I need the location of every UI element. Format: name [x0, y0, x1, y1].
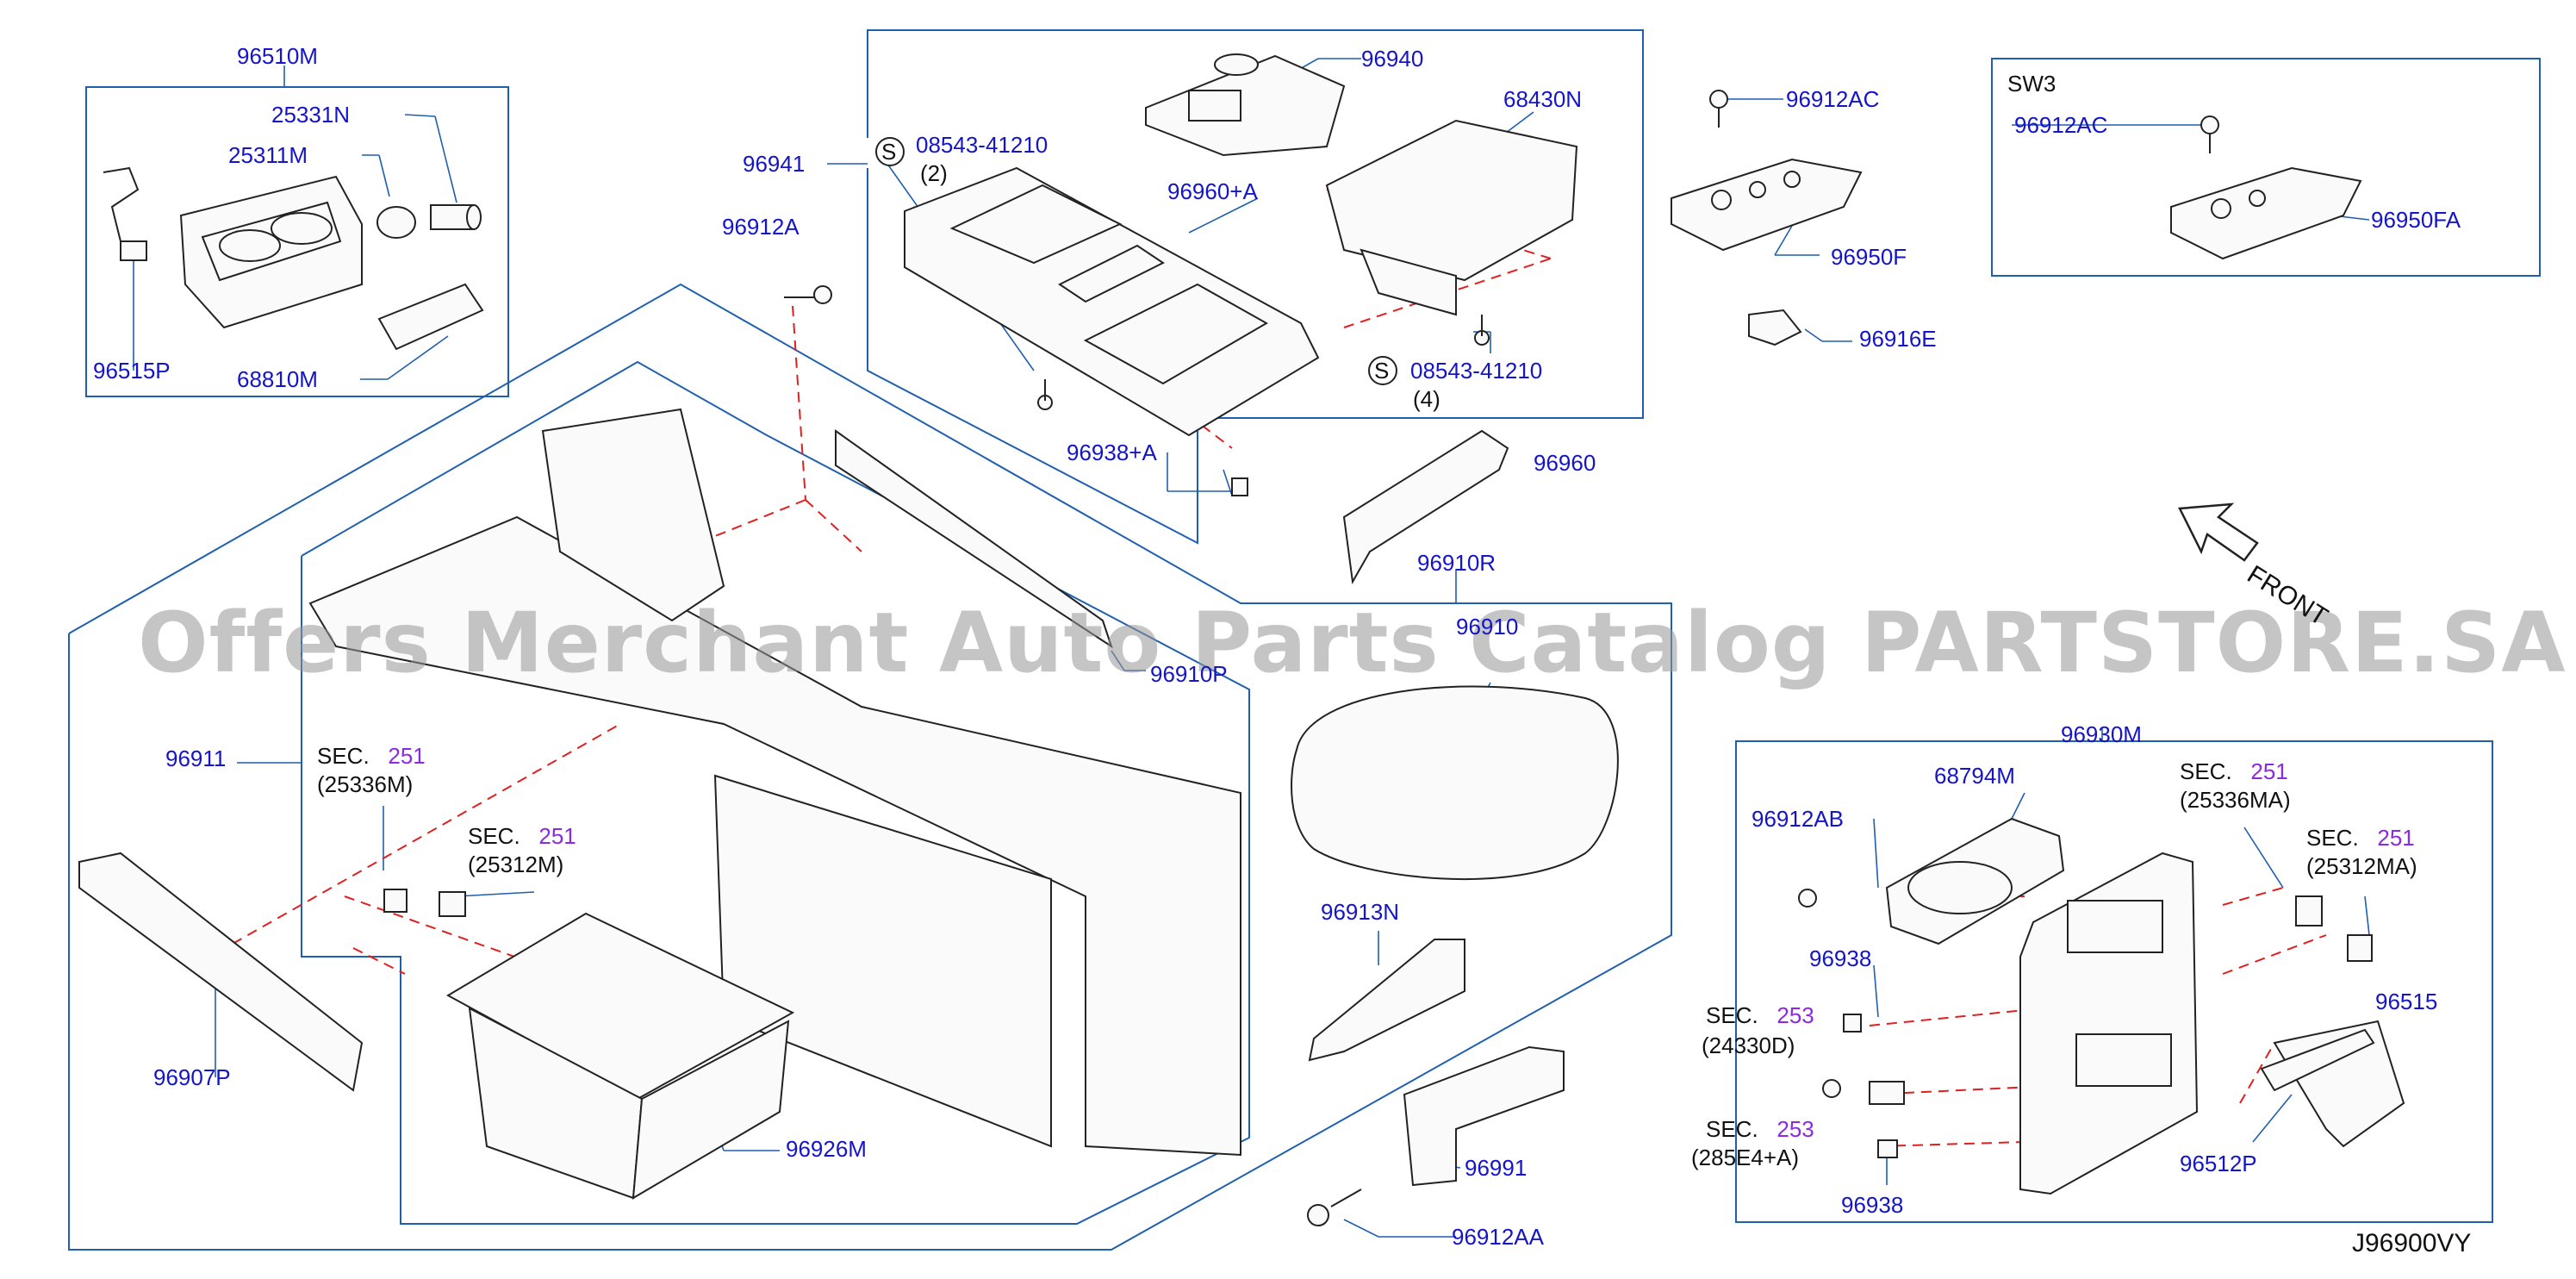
label-sec-251-a[interactable]: SEC. 251 — [317, 743, 426, 769]
label-96938-b[interactable]: 96938 — [1841, 1192, 1904, 1218]
label-sec-253-a[interactable]: SEC. 253 — [1706, 1002, 1814, 1028]
screw-symbol-label: S — [1374, 358, 1390, 384]
box-96941 — [867, 29, 1644, 545]
label-96910[interactable]: 96910 — [1456, 614, 1519, 640]
label-68430N[interactable]: 68430N — [1503, 86, 1583, 112]
label-96912AC-b[interactable]: 96912AC — [2014, 112, 2108, 138]
group-boxes — [68, 29, 2541, 1251]
label-96515P[interactable]: 96515P — [93, 358, 171, 384]
bin-96926M — [445, 912, 795, 1200]
label-96911[interactable]: 96911 — [165, 746, 227, 771]
label-96960[interactable]: 96960 — [1534, 450, 1596, 476]
sockets-and-clips — [383, 477, 2373, 1158]
rear-vent-68794M — [1885, 817, 2065, 945]
label-25336M: (25336M) — [317, 771, 414, 797]
label-sec-253-b[interactable]: SEC. 253 — [1706, 1116, 1814, 1142]
label-96916E[interactable]: 96916E — [1859, 326, 1937, 352]
screw-symbol-icon — [1368, 356, 1397, 385]
label-285E4A: (285E4+A) — [1691, 1145, 1800, 1170]
side-trim-96907P — [78, 852, 364, 1092]
label-96910R[interactable]: 96910R — [1417, 550, 1496, 576]
finisher-96960A — [904, 166, 1320, 437]
label-96950F[interactable]: 96950F — [1831, 244, 1907, 270]
label-96930M[interactable]: 96930M — [2061, 721, 2142, 747]
label-96912AA[interactable]: 96912AA — [1452, 1224, 1544, 1250]
label-96512P[interactable]: 96512P — [2180, 1151, 2257, 1176]
label-sec-251-b[interactable]: SEC. 251 — [468, 823, 576, 849]
label-96907P[interactable]: 96907P — [153, 1064, 231, 1090]
rear-panel-96930M — [2019, 852, 2199, 1195]
screw-symbol-icon — [875, 137, 905, 166]
label-96912A[interactable]: 96912A — [722, 214, 800, 240]
label-25312M: (25312M) — [468, 852, 564, 877]
switch-panels — [1671, 158, 2362, 346]
rear-ashtray-96515 — [2260, 1020, 2405, 1148]
label-25331N[interactable]: 25331N — [271, 102, 351, 128]
label-24330D: (24330D) — [1702, 1033, 1795, 1058]
screw-symbols — [875, 137, 1397, 385]
console-body-96911 — [308, 408, 1241, 1157]
screw-symbol-label: S — [881, 139, 897, 165]
box-sw3 — [1991, 58, 2541, 277]
label-96910P[interactable]: 96910P — [1150, 661, 1228, 687]
shift-trim-96940 — [1145, 53, 1346, 157]
label-96510M[interactable]: 96510M — [237, 43, 318, 69]
label-96991[interactable]: 96991 — [1465, 1155, 1528, 1181]
box-console-outer — [68, 283, 1672, 1251]
label-68810M[interactable]: 68810M — [237, 366, 318, 392]
label-25336MA: (25336MA) — [2180, 787, 2291, 813]
box-96510M — [85, 86, 509, 397]
label-96938-a[interactable]: 96938 — [1809, 945, 1872, 971]
front-arrow — [2178, 502, 2259, 562]
armrest-96910 — [1291, 685, 1619, 881]
label-96912AB[interactable]: 96912AB — [1752, 806, 1844, 832]
front-arrow-icon — [2178, 502, 2259, 562]
label-96960A[interactable]: 96960+A — [1167, 178, 1258, 204]
label-96941[interactable]: 96941 — [743, 151, 806, 177]
label-08543-41210-a[interactable]: 08543-41210 — [916, 132, 1048, 158]
label-96940[interactable]: 96940 — [1361, 46, 1424, 72]
label-qty-4: (4) — [1413, 386, 1440, 412]
label-sw3: SW3 — [2007, 71, 2056, 97]
box-console-inner — [301, 360, 1250, 1225]
label-25312MA: (25312MA) — [2306, 853, 2417, 879]
label-68794M[interactable]: 68794M — [1934, 763, 2015, 789]
label-qty-2: (2) — [920, 160, 948, 186]
label-96515[interactable]: 96515 — [2375, 989, 2438, 1014]
diagram-code: J96900VY — [2352, 1229, 2472, 1257]
brackets-96913N-96991 — [1308, 939, 1565, 1187]
box-96930M — [1735, 740, 2493, 1223]
screws-hardware — [784, 90, 2219, 1226]
part-drawings — [78, 53, 2405, 1226]
label-25311M[interactable]: 25311M — [228, 142, 308, 168]
label-96950FA[interactable]: 96950FA — [2371, 207, 2461, 233]
label-96926M[interactable]: 96926M — [786, 1136, 867, 1162]
console-bracket-96960 — [1342, 429, 1509, 585]
label-08543-41210-b[interactable]: 08543-41210 — [1410, 358, 1543, 384]
cup-holder-insert-96510M — [103, 166, 484, 351]
label-96912AC-a[interactable]: 96912AC — [1786, 86, 1880, 112]
label-sec-251-d[interactable]: SEC. 251 — [2306, 825, 2415, 851]
label-sec-251-c[interactable]: SEC. 251 — [2180, 758, 2288, 784]
label-96913N[interactable]: 96913N — [1321, 899, 1400, 925]
storage-lid-68430N — [1325, 119, 1578, 316]
label-96938A[interactable]: 96938+A — [1067, 440, 1157, 465]
